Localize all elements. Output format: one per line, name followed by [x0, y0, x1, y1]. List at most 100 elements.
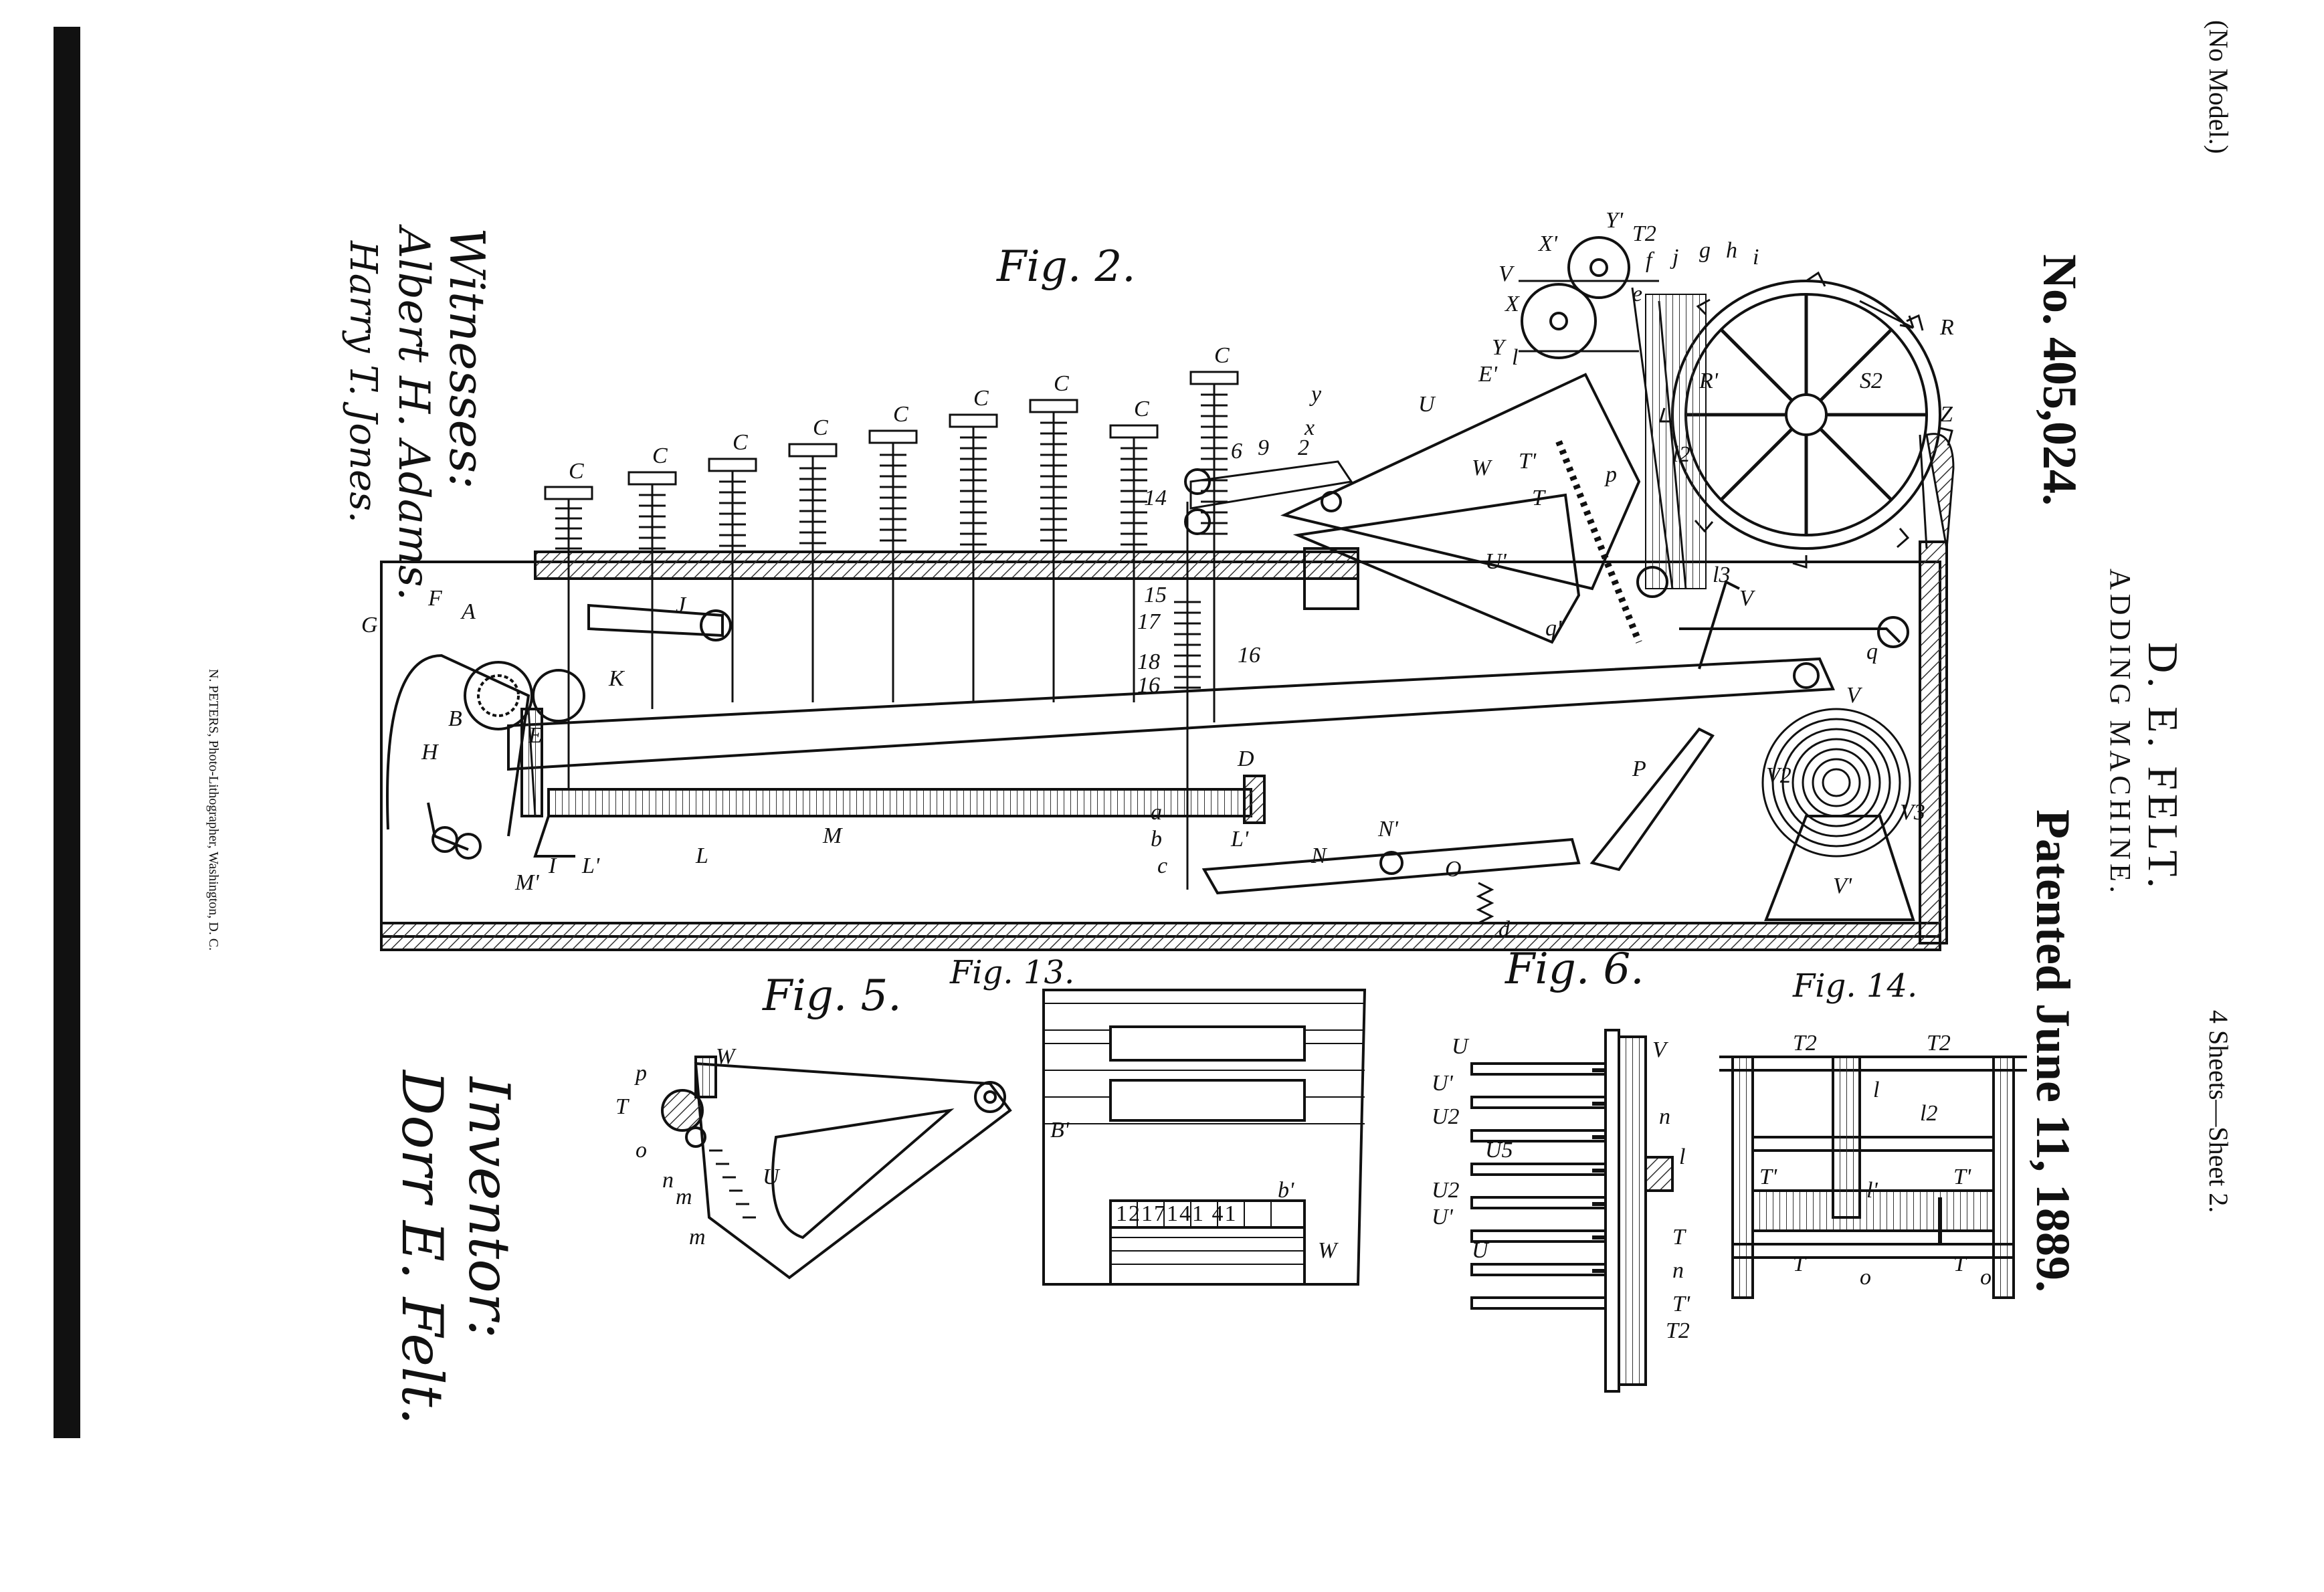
svg-text:14: 14 [1144, 486, 1167, 510]
svg-text:T': T' [1759, 1165, 1777, 1189]
fig2-casing [380, 561, 1941, 938]
svg-text:V3: V3 [1900, 800, 1925, 825]
fig2-coil-spring [1761, 708, 1915, 921]
svg-text:16: 16 [1238, 643, 1260, 668]
svg-text:g: g [1699, 238, 1711, 263]
svg-text:b: b [1151, 827, 1162, 852]
svg-text:Y: Y [1492, 335, 1507, 360]
caption-fig-13: Fig. 13. [949, 954, 1074, 991]
svg-text:U': U' [1485, 549, 1507, 574]
fig2-link-V [1679, 627, 1901, 643]
fig2-lever-N [1201, 837, 1581, 895]
svg-text:T2: T2 [1666, 1318, 1690, 1343]
svg-text:o: o [1980, 1265, 1992, 1290]
svg-text:l: l [1873, 1078, 1879, 1102]
svg-text:T: T [1953, 1252, 1967, 1276]
fig2-lever-D [507, 657, 1835, 771]
svg-text:T': T' [1519, 449, 1537, 474]
svg-text:L': L' [1230, 827, 1249, 852]
svg-text:S2: S2 [1860, 369, 1882, 393]
svg-text:E: E [528, 723, 543, 748]
svg-text:j: j [1670, 245, 1678, 270]
svg-text:U5: U5 [1485, 1138, 1513, 1163]
fig-14 [1719, 1056, 2027, 1299]
svg-text:T2: T2 [1793, 1031, 1817, 1056]
label-key-C: C [1054, 371, 1069, 396]
svg-text:A: A [460, 599, 476, 624]
svg-text:T2: T2 [1927, 1031, 1951, 1056]
svg-text:M: M [822, 823, 843, 848]
fig14-labels: T2 T2 l l2 T' l' T' T o T o [1759, 1031, 1992, 1290]
fig2-right-wall [1919, 540, 1948, 944]
svg-text:L': L' [581, 854, 600, 878]
scan-edge-bar [54, 27, 80, 1438]
svg-text:o: o [1860, 1265, 1871, 1290]
svg-text:p: p [634, 1061, 647, 1086]
caption-fig-2: Fig. 2. [996, 242, 1136, 292]
svg-text:P: P [1632, 757, 1646, 781]
svg-text:F: F [427, 586, 443, 611]
label-key-C: C [973, 386, 989, 411]
svg-text:D: D [1237, 747, 1254, 771]
svg-text:b': b' [1278, 1178, 1294, 1203]
label-key-C: C [1134, 397, 1149, 421]
svg-text:X': X' [1537, 231, 1558, 256]
svg-text:m: m [689, 1225, 706, 1250]
svg-text:l': l' [1866, 1178, 1878, 1203]
fig5-labels: p W T o n m m U [615, 1044, 781, 1250]
label-key-C: C [733, 430, 748, 455]
label-key-C: C [569, 459, 584, 484]
svg-text:6: 6 [1231, 439, 1242, 464]
svg-text:G: G [361, 613, 378, 637]
svg-text:T: T [1793, 1252, 1807, 1276]
svg-text:I: I [548, 854, 557, 878]
svg-text:17: 17 [1137, 609, 1161, 634]
svg-text:U': U' [1432, 1205, 1454, 1229]
svg-text:d: d [1498, 917, 1511, 942]
fig2-keys [544, 371, 1239, 890]
svg-text:l3: l3 [1713, 563, 1730, 587]
svg-text:h: h [1726, 238, 1737, 263]
fig-6 [1470, 1029, 1674, 1393]
svg-text:i: i [1753, 245, 1759, 270]
svg-text:M': M' [514, 870, 539, 895]
svg-text:l: l [1512, 345, 1518, 370]
fig2-roller-X [1521, 283, 1597, 359]
svg-text:o: o [636, 1138, 647, 1163]
svg-text:Z: Z [1940, 402, 1953, 427]
svg-text:X: X [1504, 292, 1520, 316]
fig-5 [661, 1056, 1012, 1280]
svg-text:T: T [1672, 1225, 1686, 1250]
svg-text:E': E' [1478, 362, 1498, 387]
svg-text:W: W [1472, 456, 1492, 480]
svg-text:N': N' [1377, 817, 1399, 841]
svg-text:U: U [1472, 1238, 1490, 1263]
svg-text:18: 18 [1137, 650, 1160, 674]
svg-text:n: n [1672, 1258, 1684, 1283]
svg-text:p: p [1604, 462, 1617, 487]
svg-text:l2: l2 [1672, 442, 1690, 467]
fig2-bar-J [587, 603, 724, 637]
svg-text:9: 9 [1258, 435, 1269, 460]
label-key-C: C [813, 415, 828, 440]
svg-text:n: n [662, 1168, 674, 1193]
fig2-roller-X1 [1567, 236, 1630, 299]
svg-text:V: V [1739, 586, 1756, 611]
svg-text:T: T [615, 1094, 630, 1119]
svg-text:n: n [1659, 1104, 1670, 1129]
svg-text:U: U [1418, 392, 1436, 417]
svg-text:15: 15 [1144, 583, 1167, 607]
fig2-base-hatched [380, 922, 1941, 951]
svg-text:H: H [421, 740, 440, 765]
fig13-register-digits: 1217141 41 [1116, 1201, 1238, 1226]
svg-text:q': q' [1545, 616, 1562, 641]
fig6-labels: U V U' U2 n l U5 U2 U' T n U T' T2 [1432, 1034, 1690, 1343]
svg-text:B': B' [1050, 1118, 1070, 1142]
fig2-left-gear [386, 654, 585, 860]
svg-text:R: R [1939, 315, 1954, 340]
svg-text:V: V [1498, 262, 1515, 286]
svg-text:K: K [608, 666, 625, 691]
svg-text:V2: V2 [1766, 763, 1792, 788]
